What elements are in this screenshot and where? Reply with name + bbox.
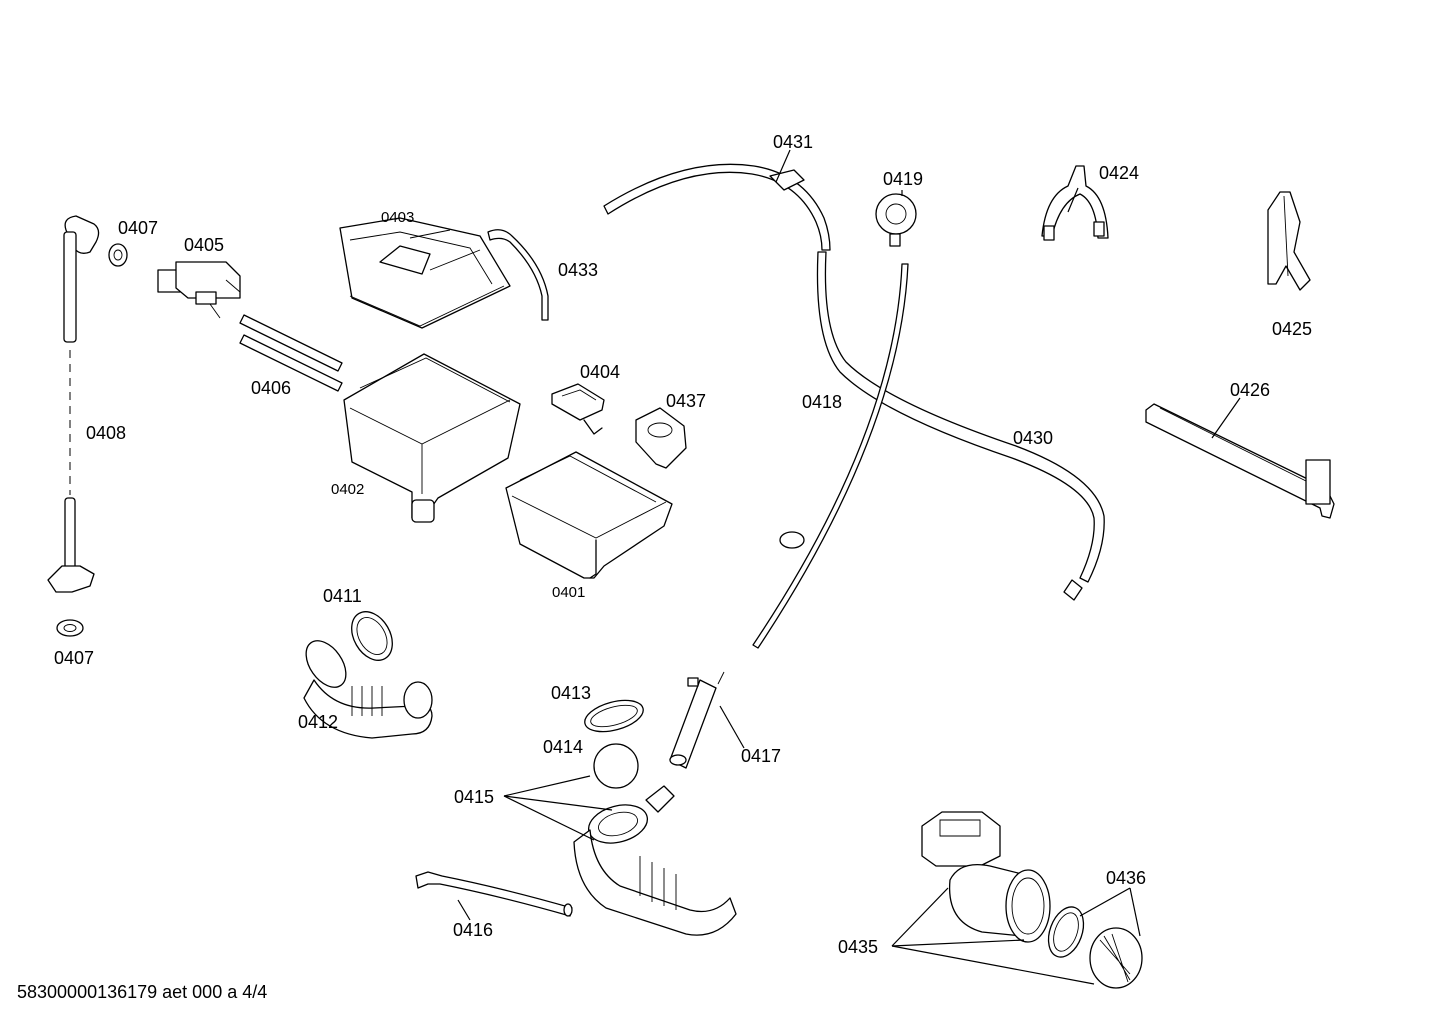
part-0405-inlet-valve — [157, 261, 241, 319]
label-0418: 0418 — [802, 392, 842, 412]
label-0404: 0404 — [580, 362, 620, 382]
label-0412: 0412 — [298, 712, 338, 732]
label-0435: 0435 — [838, 937, 878, 957]
label-0425: 0425 — [1272, 319, 1312, 339]
part-0430-hose — [816, 251, 1105, 601]
label-0416: 0416 — [453, 920, 493, 940]
label-0403: 0403 — [381, 209, 414, 226]
label-0433: 0433 — [558, 260, 598, 280]
part-0412-bellows — [303, 640, 433, 739]
label-0430: 0430 — [1013, 428, 1053, 448]
part-0419-pressure-switch — [875, 193, 917, 247]
part-0407-washer-bottom — [56, 619, 84, 637]
label-0417: 0417 — [741, 746, 781, 766]
label-0408: 0408 — [86, 423, 126, 443]
part-0404-siphon — [551, 383, 605, 435]
label-0411: 0411 — [323, 586, 362, 606]
part-0415-sump-hose — [573, 785, 737, 936]
part-0424-clip — [1041, 165, 1109, 241]
leader-lines — [457, 149, 1241, 985]
label-0414: 0414 — [543, 737, 583, 757]
label-0431: 0431 — [773, 132, 813, 152]
drawing-id: 58300000136179 aet 000 a 4/4 — [17, 982, 267, 1002]
part-0402-dispenser-housing — [343, 353, 521, 523]
part-0418-pressure-tube — [752, 263, 909, 649]
part-0416-hose — [415, 871, 573, 917]
label-0413: 0413 — [551, 683, 591, 703]
part-0433-tube — [487, 229, 549, 321]
part-0435-drain-pump — [921, 811, 1051, 943]
label-0426: 0426 — [1230, 380, 1270, 400]
part-0417-sensor — [669, 671, 725, 769]
part-0403-dispenser-cover — [339, 217, 511, 329]
part-labels: 0407 0405 0403 0433 0431 0419 0424 0425 … — [54, 132, 1312, 957]
part-0425-bracket — [1267, 191, 1311, 291]
part-0401-dispenser-drawer — [505, 451, 673, 579]
label-0436: 0436 — [1106, 868, 1146, 888]
label-0407-top: 0407 — [118, 218, 158, 238]
part-0411-ring — [351, 611, 393, 661]
label-0406: 0406 — [251, 378, 291, 398]
label-0405: 0405 — [184, 235, 224, 255]
part-0413-ring — [584, 699, 644, 733]
label-0402: 0402 — [331, 481, 364, 498]
part-0408-inlet-hose — [47, 215, 100, 593]
part-0431-hose — [603, 163, 831, 251]
part-0407-washer-top — [108, 243, 128, 267]
label-0437: 0437 — [666, 391, 706, 411]
part-0436-filter — [1047, 906, 1143, 989]
label-0424: 0424 — [1099, 163, 1139, 183]
part-0414-ball — [593, 743, 639, 789]
label-0407-bottom: 0407 — [54, 648, 94, 668]
part-0426-rail — [1145, 403, 1335, 519]
label-0415: 0415 — [454, 787, 494, 807]
label-0419: 0419 — [883, 169, 923, 189]
label-0401: 0401 — [552, 584, 585, 601]
part-0406-hoses — [239, 314, 343, 392]
part-0437-siphon-cap — [635, 407, 687, 469]
